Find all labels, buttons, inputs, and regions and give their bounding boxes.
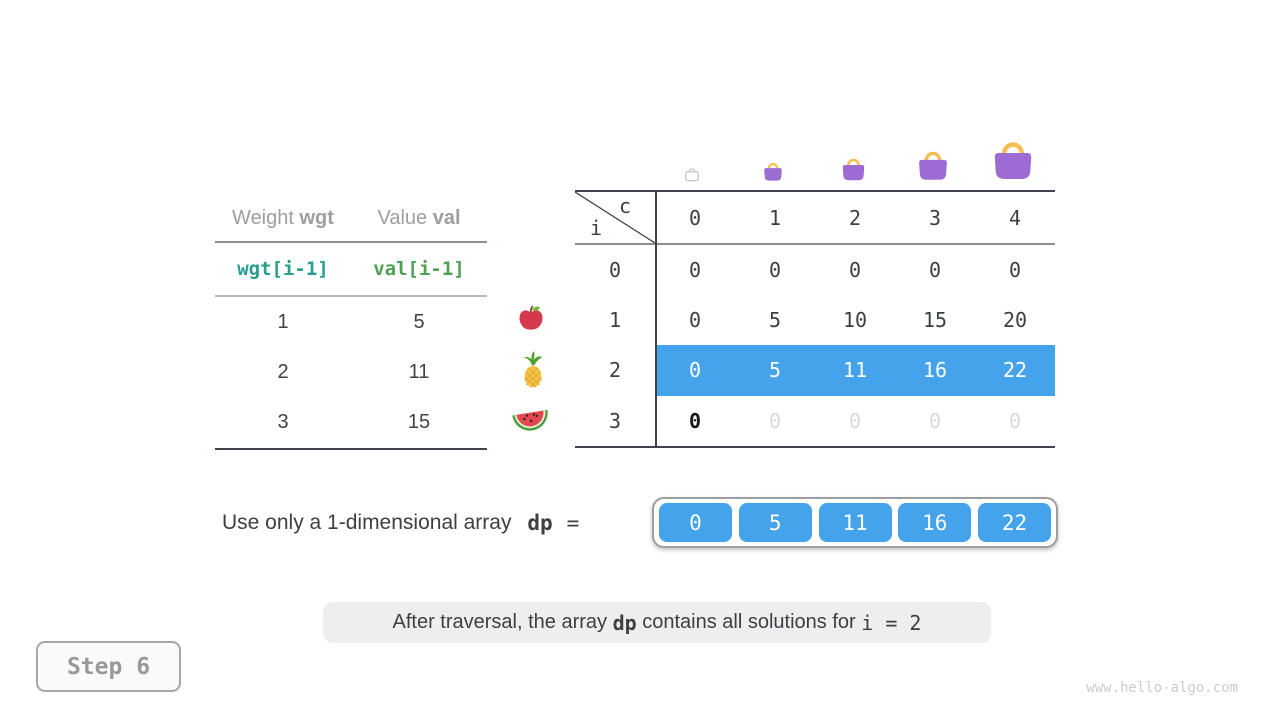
col-header-2: 2 bbox=[848, 205, 862, 230]
caption-i-equals-2: i = 2 bbox=[861, 610, 922, 635]
dp-row-1-cells: 0 5 10 15 20 bbox=[655, 295, 1055, 345]
formula-row: wgt[i-1] val[i-1] bbox=[215, 243, 487, 297]
col-header-3: 3 bbox=[928, 205, 942, 230]
dp-variable: dp bbox=[527, 510, 553, 535]
dp-cell-3-3: 0 bbox=[928, 408, 942, 433]
dp-cell-0-4: 0 bbox=[1008, 258, 1022, 283]
bag-capacity-3-icon bbox=[917, 151, 949, 182]
item-row-1: 1 5 bbox=[215, 297, 487, 347]
dp-cell-1-0: 0 bbox=[688, 308, 702, 333]
dp-cell-2-4: 22 bbox=[1002, 358, 1028, 383]
caption-dp-code: dp bbox=[612, 610, 637, 635]
dp-table-vertical-divider bbox=[655, 192, 657, 446]
dp-table: c i 0 1 2 3 4 0 0 0 0 0 0 1 0 5 10 15 20 bbox=[575, 190, 1055, 448]
dp-column-headers: 0 1 2 3 4 bbox=[655, 192, 1055, 243]
dp-cell-3-2: 0 bbox=[848, 408, 862, 433]
row-label-1: 1 bbox=[608, 308, 622, 333]
dp-row-3-cells: 0 0 0 0 0 bbox=[655, 396, 1055, 446]
items-table-body: 1 5 2 11 3 15 bbox=[215, 297, 487, 450]
dp-array-element-2: 11 bbox=[818, 503, 892, 542]
dp-cell-1-2: 10 bbox=[842, 308, 868, 333]
weights-values-table: Weight wgt Value val wgt[i-1] val[i-1] 1… bbox=[215, 196, 487, 450]
row-label-0: 0 bbox=[608, 258, 622, 283]
weight-formula: wgt[i-1] bbox=[237, 258, 329, 280]
item-variable: i bbox=[590, 216, 603, 240]
dp-cell-3-0: 0 bbox=[688, 408, 702, 433]
item-3-value: 15 bbox=[407, 411, 431, 434]
bag-capacity-2-icon bbox=[841, 158, 866, 182]
weight-column-header: Weight wgt bbox=[215, 196, 351, 241]
dp-row-3: 3 0 0 0 0 0 bbox=[575, 396, 1055, 446]
dp-cell-3-4: 0 bbox=[1008, 408, 1022, 433]
dp-corner-cell: c i bbox=[575, 192, 655, 243]
watermelon-icon bbox=[512, 409, 548, 431]
caption-text-2: contains all solutions for bbox=[636, 611, 862, 633]
dp-cell-0-3: 0 bbox=[928, 258, 942, 283]
weight-header-text: Weight bbox=[232, 207, 300, 229]
item-1-weight: 1 bbox=[277, 310, 289, 333]
col-header-1: 1 bbox=[768, 205, 782, 230]
dp-cell-1-1: 5 bbox=[768, 308, 782, 333]
item-2-weight: 2 bbox=[277, 360, 289, 383]
item-row-3: 3 15 bbox=[215, 398, 487, 448]
value-header-code: val bbox=[432, 207, 461, 229]
item-2-value: 11 bbox=[408, 360, 430, 383]
dp-row-2-highlighted: 2 0 5 11 16 22 bbox=[575, 345, 1055, 396]
caption-text-1: After traversal, the array bbox=[392, 611, 613, 633]
row-label-3: 3 bbox=[608, 408, 622, 433]
col-header-0: 0 bbox=[688, 205, 702, 230]
dp-array-label-text: Use only a 1-dimensional array bbox=[222, 510, 518, 534]
item-row-2: 2 11 bbox=[215, 347, 487, 397]
equals-sign: = bbox=[566, 510, 580, 535]
item-1-value: 5 bbox=[413, 310, 425, 333]
apple-icon bbox=[519, 305, 543, 330]
value-formula: val[i-1] bbox=[373, 258, 465, 280]
dp-table-header: c i 0 1 2 3 4 bbox=[575, 192, 1055, 245]
weight-header-code: wgt bbox=[299, 207, 334, 229]
bag-capacity-4-icon bbox=[988, 136, 1038, 182]
diagonal-divider bbox=[575, 192, 655, 243]
capacity-variable: c bbox=[619, 194, 632, 218]
dp-array-element-3: 16 bbox=[898, 503, 972, 542]
dp-cell-1-4: 20 bbox=[1002, 308, 1028, 333]
value-column-header: Value val bbox=[351, 196, 487, 241]
dp-row-2-cells: 0 5 11 16 22 bbox=[655, 345, 1055, 396]
dp-row-0: 0 0 0 0 0 0 bbox=[575, 245, 1055, 295]
empty-bag-icon bbox=[685, 168, 699, 182]
item-3-weight: 3 bbox=[277, 411, 289, 434]
watermark: www.hello-algo.com bbox=[1086, 680, 1238, 696]
pineapple-icon bbox=[523, 351, 543, 388]
dp-cell-0-2: 0 bbox=[848, 258, 862, 283]
col-header-4: 4 bbox=[1008, 205, 1022, 230]
dp-cell-1-3: 15 bbox=[922, 308, 948, 333]
dp-cell-2-0: 0 bbox=[688, 358, 702, 383]
caption-banner: After traversal, the array dp contains a… bbox=[323, 602, 991, 643]
dp-1d-array: 0 5 11 16 22 bbox=[652, 497, 1058, 548]
items-table-header: Weight wgt Value val bbox=[215, 196, 487, 243]
bag-capacity-1-icon bbox=[763, 162, 783, 182]
dp-cell-2-3: 16 bbox=[922, 358, 948, 383]
step-badge: Step 6 bbox=[36, 641, 181, 692]
dp-array-element-1: 5 bbox=[738, 503, 812, 542]
dp-cell-2-2: 11 bbox=[842, 358, 868, 383]
dp-array-label: Use only a 1-dimensional array dp = bbox=[222, 497, 579, 548]
dp-cell-0-0: 0 bbox=[688, 258, 702, 283]
dp-cell-0-1: 0 bbox=[768, 258, 782, 283]
dp-cell-2-1: 5 bbox=[768, 358, 782, 383]
dp-cell-3-1: 0 bbox=[768, 408, 782, 433]
dp-row-0-cells: 0 0 0 0 0 bbox=[655, 245, 1055, 295]
dp-array-element-4: 22 bbox=[978, 503, 1051, 542]
row-label-2: 2 bbox=[608, 358, 622, 383]
value-header-text: Value bbox=[377, 207, 433, 229]
dp-array-element-0: 0 bbox=[659, 503, 732, 542]
dp-row-1: 1 0 5 10 15 20 bbox=[575, 295, 1055, 345]
